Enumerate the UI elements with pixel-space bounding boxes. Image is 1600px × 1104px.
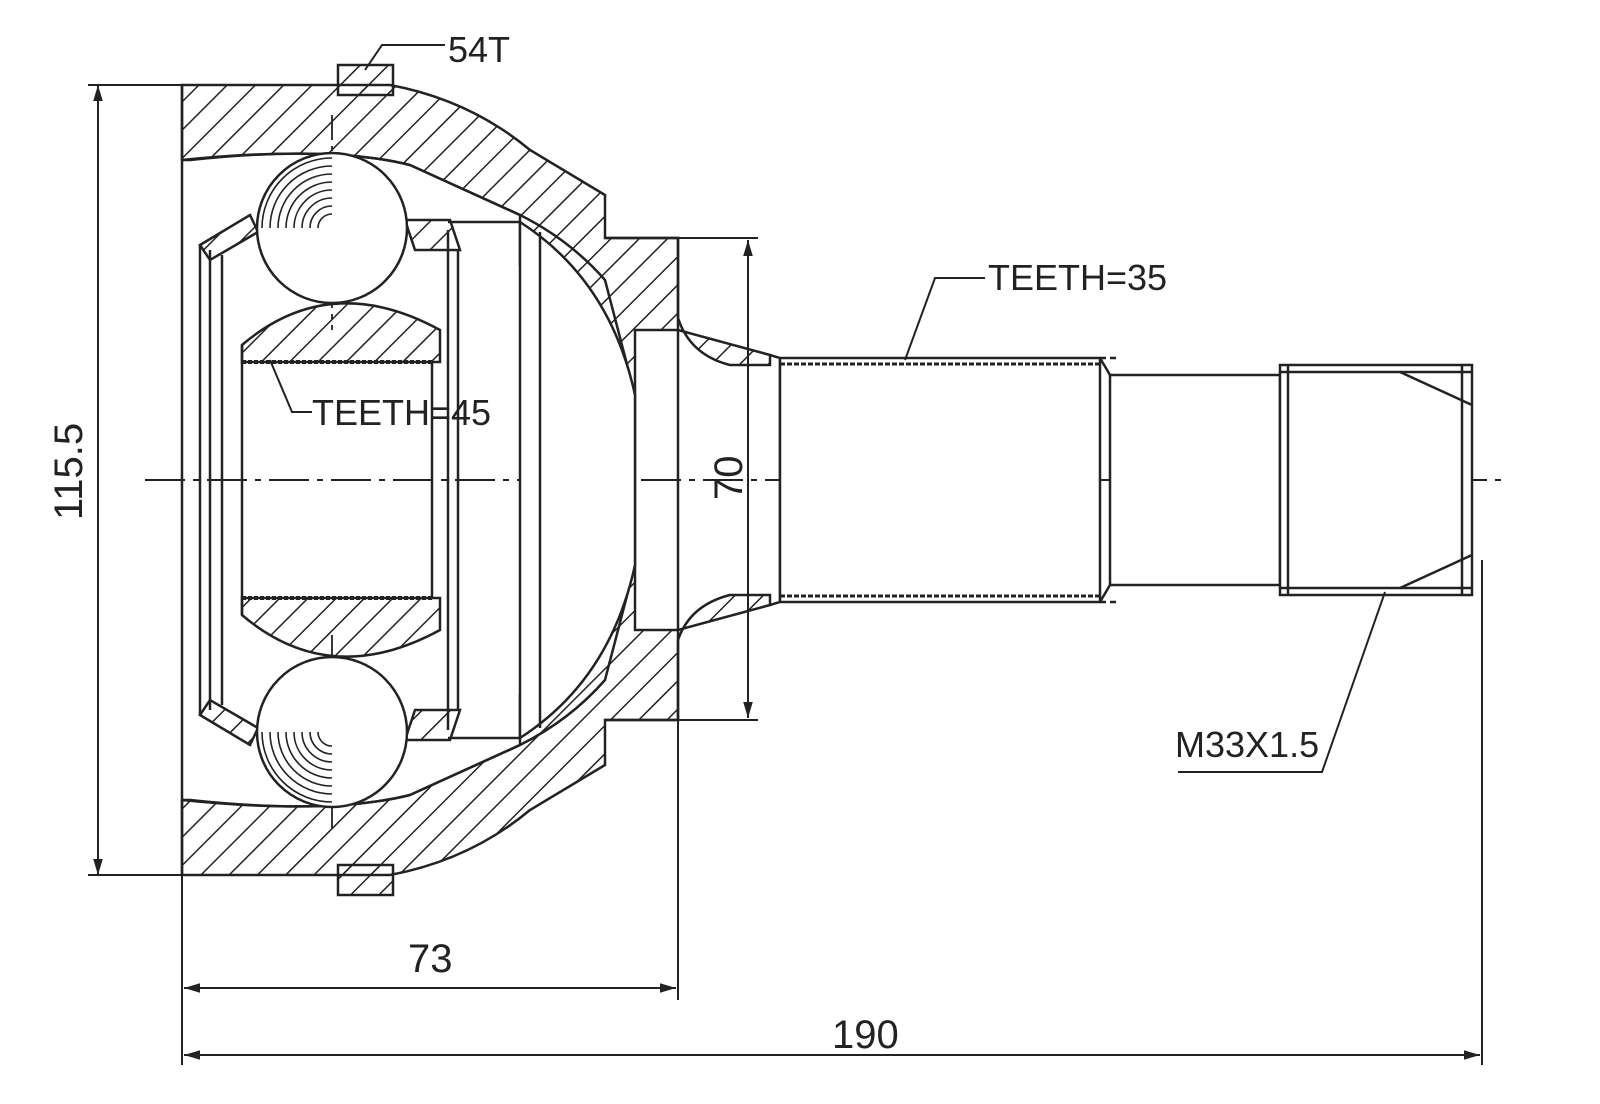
- label-54t: 54T: [448, 29, 510, 70]
- cage-top-right: [403, 218, 462, 252]
- label-thread: M33X1.5: [1175, 724, 1319, 765]
- cage-top-left: [198, 213, 260, 262]
- inner-race-top: [240, 302, 442, 364]
- ball-bottom: [255, 655, 409, 809]
- leader-teeth45: [269, 359, 312, 413]
- ball-bottom-arcs: [261, 731, 333, 803]
- dim-overall-length-value: 190: [832, 1013, 899, 1057]
- ball-top: [255, 151, 409, 305]
- bell-flange: [605, 236, 680, 722]
- label-teeth-35: TEETH=35: [988, 257, 1167, 298]
- leader-54t: [364, 44, 445, 71]
- shaft-plain: [1108, 373, 1282, 587]
- leader-thread: [1178, 591, 1386, 773]
- shaft-spline: [778, 356, 1102, 604]
- leader-teeth35: [904, 277, 985, 361]
- bell-inner-bore: [518, 219, 637, 741]
- label-teeth-45: TEETH=45: [312, 392, 491, 433]
- ball-top-arcs: [261, 157, 333, 229]
- shaft-thread: [1278, 363, 1474, 597]
- dim-flange-value: 70: [707, 456, 751, 501]
- cage-bottom-left: [198, 698, 260, 747]
- gear-ring-bottom: [336, 863, 395, 897]
- dim-bell-length-value: 73: [408, 937, 453, 981]
- dim-height-value: 115.5: [47, 423, 91, 520]
- cage-bottom-right: [403, 708, 462, 742]
- inner-race-bottom: [240, 596, 442, 658]
